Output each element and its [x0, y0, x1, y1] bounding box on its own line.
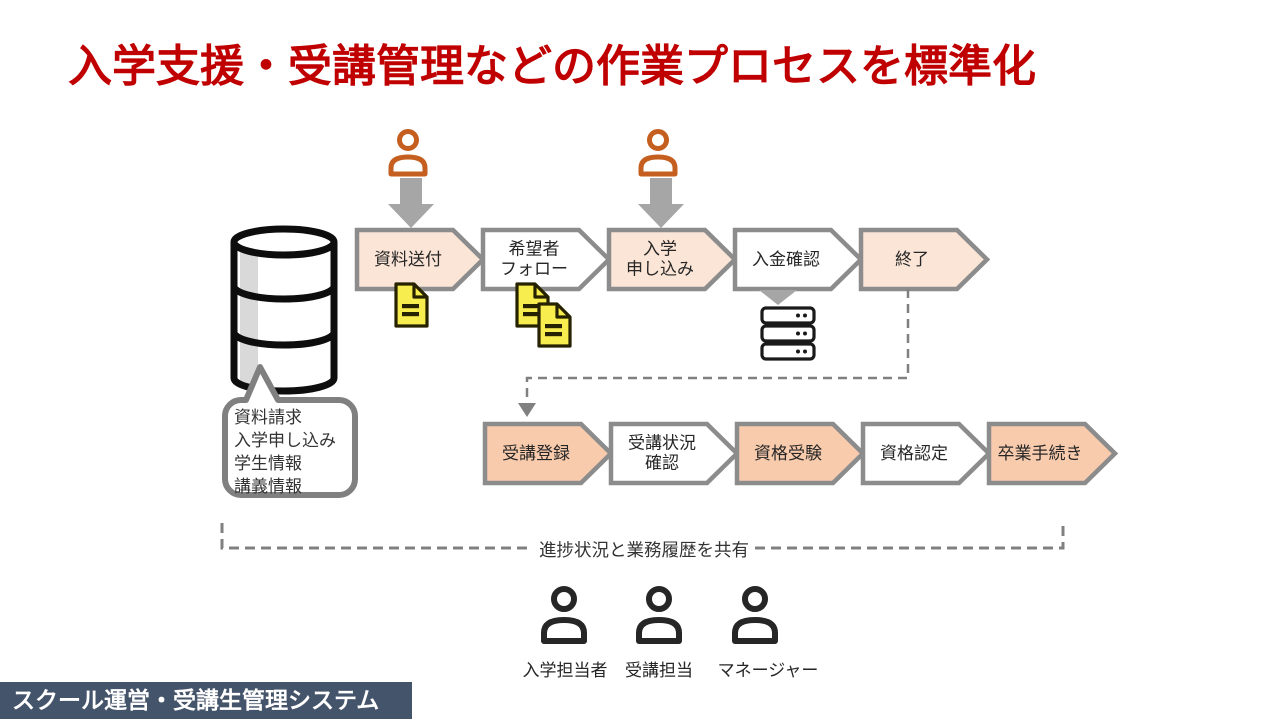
- process-step-label: 資格受験: [754, 443, 822, 463]
- chevron-shape: [734, 421, 867, 486]
- process-step-label: 受講登録: [502, 443, 570, 463]
- process-step-label: 希望者 フォロー: [500, 239, 568, 279]
- actor-label: 入学担当者: [522, 661, 608, 680]
- process-step: 入金確認: [732, 227, 865, 292]
- callout-bubble: [222, 364, 358, 498]
- chevron-shape: [986, 421, 1119, 486]
- footer-bar: スクール運営・受講生管理システム: [0, 682, 412, 719]
- down-arrowhead-icon: [759, 290, 797, 305]
- share-bracket-left: [220, 523, 533, 550]
- person-icon: [638, 129, 678, 177]
- chevron-shape: [482, 421, 615, 486]
- down-arrowhead-icon: [518, 403, 536, 417]
- process-step: 終了: [858, 227, 991, 292]
- process-step-label: 入学 申し込み: [626, 239, 694, 279]
- chevron-shape: [858, 227, 991, 292]
- process-step: 入学 申し込み: [606, 227, 739, 292]
- actor-label: マネージャー: [717, 661, 819, 680]
- process-step-label: 資格認定: [880, 443, 948, 463]
- dashed-connector: [525, 289, 910, 402]
- process-step-label: 資料送付: [374, 249, 442, 269]
- share-bracket-right: [755, 523, 1065, 550]
- person-icon: [732, 586, 778, 644]
- person-icon: [541, 586, 587, 644]
- chevron-shape: [608, 421, 741, 486]
- process-step-label: 入金確認: [752, 249, 820, 269]
- chevron-shape: [480, 227, 613, 292]
- process-step: 受講登録: [482, 421, 615, 486]
- chevron-shape: [732, 227, 865, 292]
- down-arrow-icon: [388, 178, 434, 228]
- document-icon: [394, 282, 429, 328]
- process-step: 資格受験: [734, 421, 867, 486]
- chevron-shape: [606, 227, 739, 292]
- process-step: 希望者 フォロー: [480, 227, 613, 292]
- process-step-label: 終了: [895, 249, 929, 269]
- down-arrow-icon: [638, 178, 684, 228]
- process-step: 資格認定: [860, 421, 993, 486]
- footer-system-name: スクール運営・受講生管理システム: [12, 687, 380, 713]
- process-step: 受講状況 確認: [608, 421, 741, 486]
- person-icon: [636, 586, 682, 644]
- process-step: 資料送付: [354, 227, 487, 292]
- process-step-label: 受講状況 確認: [628, 433, 696, 473]
- chevron-shape: [860, 421, 993, 486]
- person-icon: [388, 129, 428, 177]
- chevron-shape: [354, 227, 487, 292]
- document-icon: [537, 302, 572, 348]
- process-step-label: 卒業手続き: [997, 443, 1083, 463]
- callout-text: 資料請求 入学申し込み 学生情報 講義情報: [234, 408, 336, 496]
- page-title: 入学支援・受講管理などの作業プロセスを標準化: [68, 42, 1036, 91]
- database-icon: [230, 225, 338, 395]
- process-step: 卒業手続き: [986, 421, 1119, 486]
- share-note: 進捗状況と業務履歴を共有: [538, 537, 750, 562]
- server-icon: [760, 306, 816, 361]
- actor-label: 受講担当: [625, 661, 693, 680]
